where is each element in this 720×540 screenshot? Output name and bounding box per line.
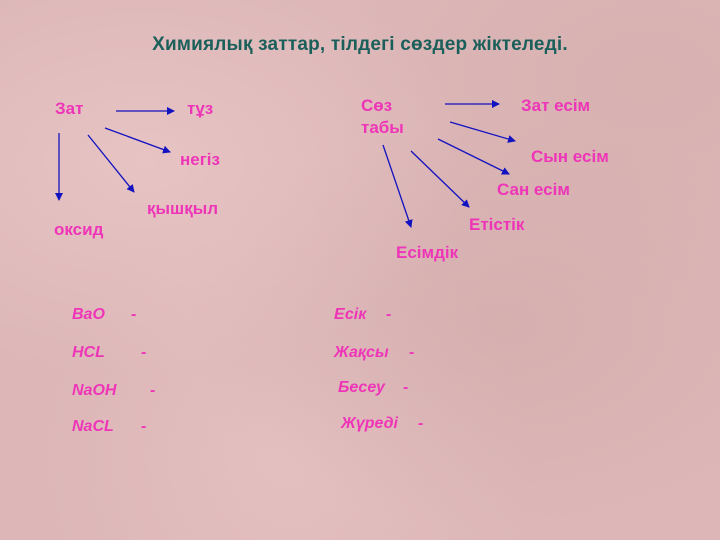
right-branch-zat-esim: Зат есім [521,96,591,115]
slide-title: Химиялық заттар, тілдегі сөздер жіктелед… [152,34,568,55]
arrow-zat-negiz [104,127,171,154]
left-root-label: Зат [55,99,84,118]
arrow-soz-san-esim [437,138,510,175]
left-list-term: NaOH [72,382,117,399]
left-branch-qyshqyl: қышқыл [147,199,219,218]
left-list-dash: - [141,344,147,361]
right-list-dash: - [386,306,392,323]
right-branch-san-esim: Сан есім [497,180,570,199]
right-list-term: Есік [334,306,367,323]
right-list-term: Жақсы [334,344,389,361]
right-root-label-line2: табы [361,118,404,137]
left-branch-negiz: негіз [180,150,220,169]
right-root-label-line1: Сөз [361,96,393,115]
right-list-dash: - [418,415,424,432]
right-list-dash: - [403,379,409,396]
left-list-term: BaO [72,306,105,323]
right-list-dash: - [409,344,415,361]
left-list-term: NaCL [72,418,114,435]
left-list-dash: - [150,382,156,399]
left-list-dash: - [141,418,147,435]
arrow-soz-esimdik [382,144,413,228]
left-list-term: HCL [72,344,105,361]
right-list-term: Бесеу [338,379,385,396]
left-list-dash: - [131,306,137,323]
left-branch-oksid: оксид [54,220,104,239]
arrow-soz-etistik [410,150,470,208]
arrow-zat-qyshqyl [87,134,135,193]
right-branch-esimdik: Есімдік [396,243,459,262]
arrow-soz-syn-esim [449,121,516,143]
right-list-term: Жүреді [341,415,398,432]
right-branch-etistik: Етістік [469,215,525,234]
left-branch-tuz: тұз [187,99,214,118]
right-branch-syn-esim: Сын есім [531,147,609,166]
